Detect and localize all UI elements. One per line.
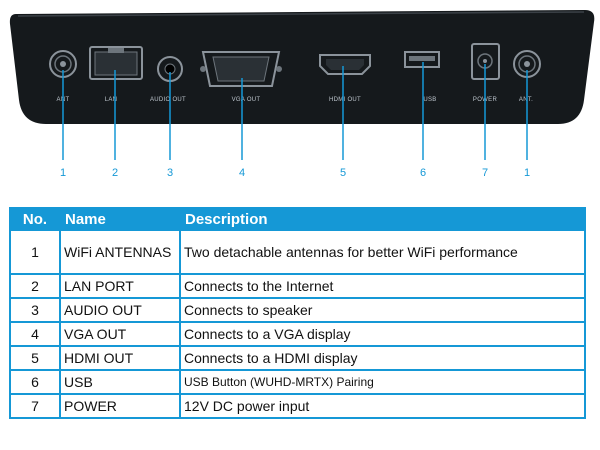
port-label-hdmi-out: HDMI OUT [329, 97, 361, 103]
row-description: 12V DC power input [179, 393, 586, 419]
callout-number-2: 2 [112, 167, 118, 179]
row-no: 3 [9, 297, 61, 323]
hdmi-port-icon [319, 54, 371, 75]
header-description: Description [179, 207, 586, 231]
table-header-row: No. Name Description [9, 207, 586, 231]
row-description: USB Button (WUHD-MRTX) Pairing [179, 369, 586, 395]
row-description: Connects to speaker [179, 297, 586, 323]
row-no: 1 [9, 229, 61, 275]
callout-number-3: 3 [167, 167, 173, 179]
port-label-vga-out: VGA OUT [232, 97, 261, 103]
row-description: Connects to a HDMI display [179, 345, 586, 371]
callout-number-1-left: 1 [60, 167, 66, 179]
table-row: 2 LAN PORT Connects to the Internet [9, 273, 586, 299]
row-description: Connects to a VGA display [179, 321, 586, 347]
table-row: 5 HDMI OUT Connects to a HDMI display [9, 345, 586, 371]
device-rear-panel-illustration: ANT LAN AUDIO OUT VGA OUT HDMI OUT USB P… [9, 10, 595, 179]
row-name: LAN PORT [59, 273, 181, 299]
row-name: POWER [59, 393, 181, 419]
port-description-table: No. Name Description 1 WiFi ANTENNAS Two… [9, 207, 586, 419]
row-name: VGA OUT [59, 321, 181, 347]
callout-number-6: 6 [420, 167, 426, 179]
callout-lines [62, 62, 528, 160]
row-name: USB [59, 369, 181, 395]
row-name: WiFi ANTENNAS [59, 229, 181, 275]
row-name: HDMI OUT [59, 345, 181, 371]
table-row: 4 VGA OUT Connects to a VGA display [9, 321, 586, 347]
row-no: 6 [9, 369, 61, 395]
usb-port-icon [404, 51, 440, 68]
callout-number-1-right: 1 [524, 167, 530, 179]
table-row: 7 POWER 12V DC power input [9, 393, 586, 419]
table-row: 6 USB USB Button (WUHD-MRTX) Pairing [9, 369, 586, 395]
device-top-edge [17, 11, 585, 17]
ethernet-port-icon [89, 46, 143, 80]
vga-port-icon [200, 51, 282, 87]
port-label-usb: USB [423, 97, 436, 103]
header-name: Name [59, 207, 181, 231]
row-description: Connects to the Internet [179, 273, 586, 299]
row-description: Two detachable antennas for better WiFi … [179, 229, 586, 275]
device-body [9, 10, 595, 124]
port-label-ant-right: ANT. [519, 97, 533, 103]
callout-number-5: 5 [340, 167, 346, 179]
row-no: 7 [9, 393, 61, 419]
callout-number-7: 7 [482, 167, 488, 179]
port-label-audio-out: AUDIO OUT [150, 97, 186, 103]
table-row: 3 AUDIO OUT Connects to speaker [9, 297, 586, 323]
row-no: 4 [9, 321, 61, 347]
row-no: 2 [9, 273, 61, 299]
table-row: 1 WiFi ANTENNAS Two detachable antennas … [9, 229, 586, 275]
callout-number-4: 4 [239, 167, 245, 179]
row-no: 5 [9, 345, 61, 371]
row-name: AUDIO OUT [59, 297, 181, 323]
header-no: No. [9, 207, 61, 231]
port-label-lan: LAN [105, 97, 118, 103]
